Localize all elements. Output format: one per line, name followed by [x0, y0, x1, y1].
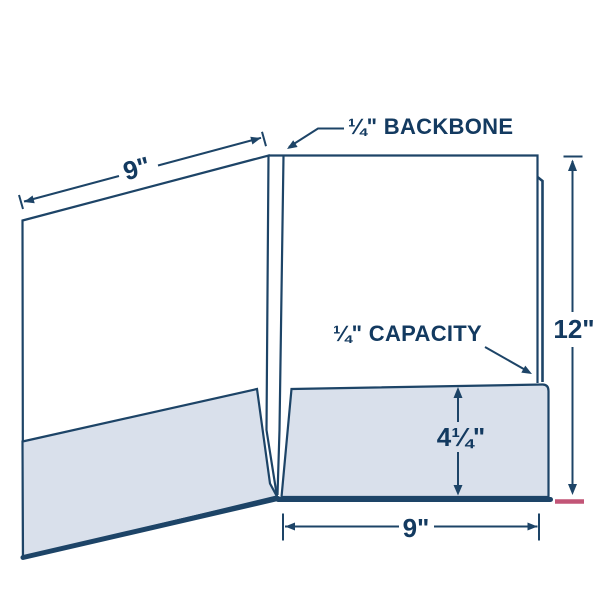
dim-arrow-down	[453, 485, 463, 496]
height-label: 12"	[553, 314, 594, 344]
right-panel	[268, 154, 539, 496]
dim-arrow-up	[568, 159, 577, 171]
pocket-depth-label: 4¼"	[437, 422, 485, 452]
dim-end-ticks	[282, 513, 540, 541]
backbone-callout: ¼" BACKBONE	[287, 114, 513, 149]
dim-arrow-right	[250, 136, 261, 145]
leader-line	[288, 127, 344, 148]
bottom-edge-left	[20, 496, 281, 560]
leader-line	[484, 346, 530, 373]
leader-arrow	[287, 140, 298, 149]
dim-arrow-left	[24, 195, 35, 204]
right-pocket	[280, 383, 550, 499]
dim-arrow-right	[527, 522, 538, 531]
leader-arrow	[521, 365, 532, 374]
top-width-label: 9"	[120, 150, 154, 186]
backbone-label: ¼" BACKBONE	[348, 114, 513, 139]
dim-top-width: 9"	[18, 131, 267, 210]
dim-end-ticks	[18, 131, 267, 210]
dim-arrow-left	[285, 522, 295, 531]
dim-line	[23, 136, 262, 203]
capacity-callout: ¼" CAPACITY	[333, 321, 532, 374]
capacity-edge	[536, 175, 544, 382]
dim-height: 12"	[553, 155, 595, 504]
capacity-label: ¼" CAPACITY	[333, 321, 482, 346]
dim-pocket-depth: 4¼"	[437, 387, 485, 496]
folder-outline	[20, 154, 553, 560]
dim-bottom-width: 9"	[282, 513, 540, 543]
left-pocket	[21, 387, 279, 559]
dim-arrow-down	[568, 484, 577, 495]
bottom-width-label: 9"	[403, 513, 430, 543]
dim-arrow-up	[453, 387, 463, 398]
